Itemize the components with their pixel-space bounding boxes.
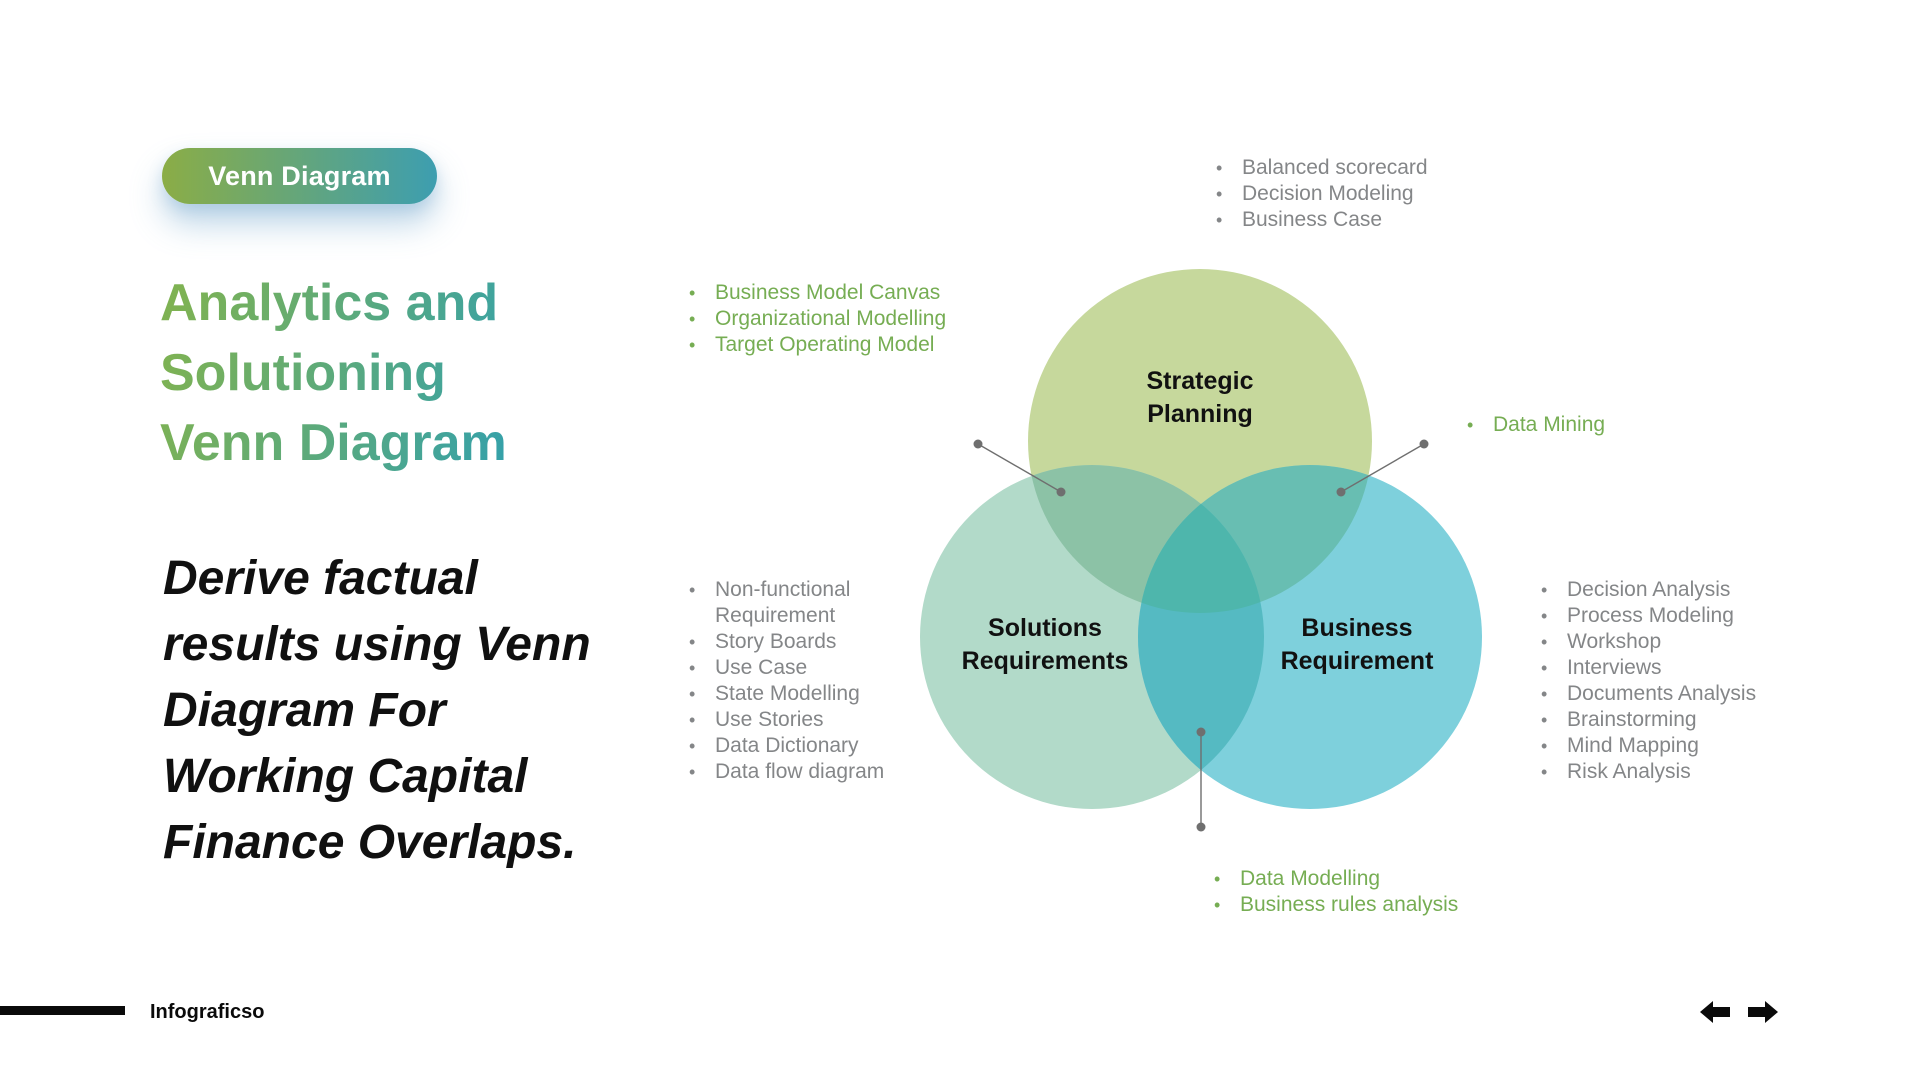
slide-navigation — [1700, 1001, 1778, 1023]
connector-dot — [1056, 487, 1066, 497]
list-item: Risk Analysis — [1539, 759, 1756, 785]
list-item: Interviews — [1539, 655, 1756, 681]
list-item: Non-functional Requirement — [687, 577, 899, 629]
venn-diagram — [920, 269, 1482, 832]
list-item: Target Operating Model — [687, 332, 946, 358]
list-item: Workshop — [1539, 629, 1756, 655]
list-item: Organizational Modelling — [687, 306, 946, 332]
solutions-requirements-label: Solutions Requirements — [961, 614, 1129, 675]
overlap-center — [1138, 465, 1264, 613]
list-item: Decision Analysis — [1539, 577, 1756, 603]
list-item: Data Dictionary — [687, 733, 899, 759]
brand-logo-text: Infograficso — [150, 1001, 265, 1023]
connector-line-left — [977, 443, 1062, 493]
footer-divider-bar — [0, 1006, 125, 1015]
badge-label: Venn Diagram — [208, 160, 391, 191]
list-item: Balanced scorecard — [1214, 155, 1428, 181]
connector-line-right — [1340, 443, 1425, 493]
next-slide-button[interactable] — [1748, 1001, 1778, 1023]
strategic-planning-label: Strategic Planning — [1146, 367, 1254, 428]
list-item: Decision Modeling — [1214, 181, 1428, 207]
previous-slide-button[interactable] — [1700, 1001, 1730, 1023]
list-item: Use Case — [687, 655, 899, 681]
list-item: Business rules analysis — [1212, 892, 1458, 918]
list-item: Mind Mapping — [1539, 733, 1756, 759]
strategic-business-overlap-list: Data Mining — [1465, 412, 1605, 438]
list-item: Business Model Canvas — [687, 280, 946, 306]
connector-dot — [1419, 439, 1429, 449]
solutions-business-overlap-list: Data ModellingBusiness rules analysis — [1212, 866, 1458, 918]
page-description: Derive factual results using Venn Diagra… — [163, 552, 591, 869]
list-item: Brainstorming — [1539, 707, 1756, 733]
connector-dot — [973, 439, 983, 449]
list-item: Documents Analysis — [1539, 681, 1756, 707]
page-title: Analytics and Solutioning Venn Diagram — [160, 268, 620, 478]
strategic-solutions-overlap-list: Business Model CanvasOrganizational Mode… — [687, 280, 946, 358]
connector-dot — [1336, 487, 1346, 497]
list-item: Data Mining — [1465, 412, 1605, 438]
business-requirement-label: Business Requirement — [1280, 614, 1434, 675]
venn-diagram-badge: Venn Diagram — [162, 148, 437, 204]
solutions-requirements-list: Non-functional RequirementStory BoardsUs… — [687, 577, 899, 785]
list-item: State Modelling — [687, 681, 899, 707]
list-item: Use Stories — [687, 707, 899, 733]
business-requirement-list: Decision AnalysisProcess ModelingWorksho… — [1539, 577, 1756, 785]
strategic-planning-list: Balanced scorecardDecision ModelingBusin… — [1214, 155, 1428, 233]
connector-dot — [1196, 822, 1206, 832]
list-item: Process Modeling — [1539, 603, 1756, 629]
list-item: Story Boards — [687, 629, 899, 655]
connector-dot — [1196, 727, 1206, 737]
list-item: Data flow diagram — [687, 759, 899, 785]
list-item: Business Case — [1214, 207, 1428, 233]
list-item: Data Modelling — [1212, 866, 1458, 892]
